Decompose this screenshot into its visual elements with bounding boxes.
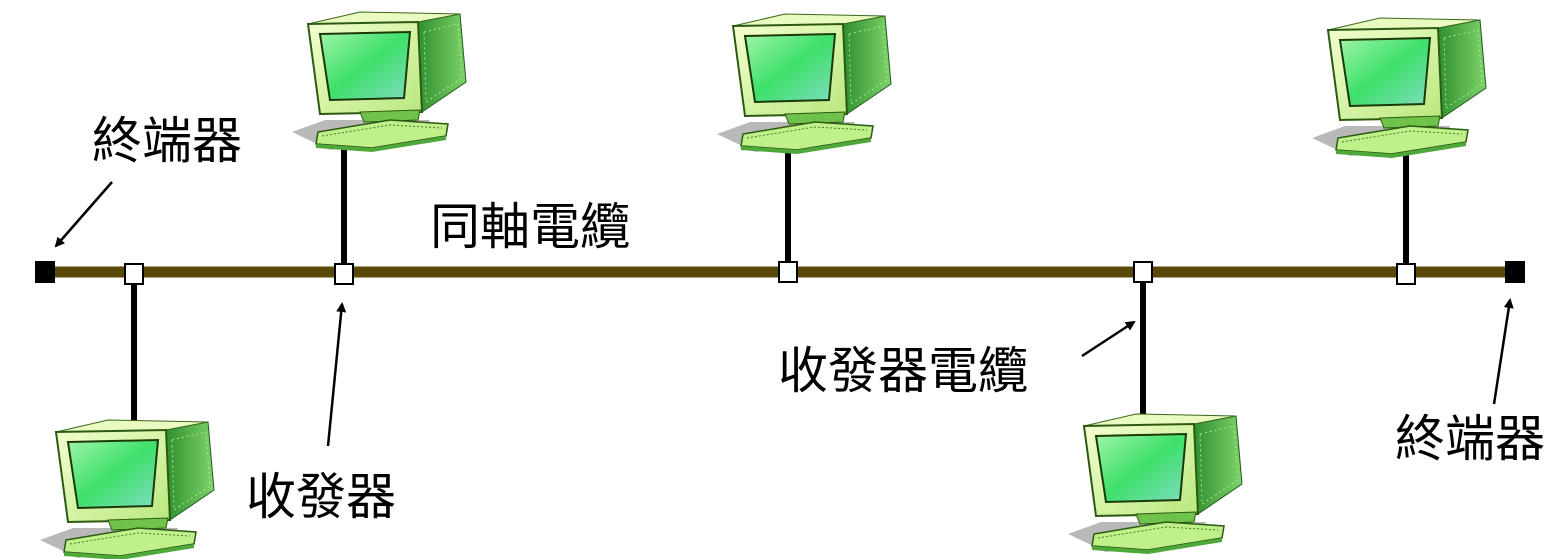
transceivers — [124, 261, 1416, 285]
transceiver-2 — [334, 263, 354, 285]
arrow-icon — [1081, 320, 1136, 358]
terminator-left — [35, 261, 55, 283]
drop-cables — [131, 148, 1409, 422]
transceiver-4 — [1133, 261, 1153, 283]
coax-cable-label: 同軸電纜 — [430, 198, 630, 256]
computer-icon — [291, 11, 467, 153]
transceiver-3 — [778, 261, 798, 283]
arrow-icon — [326, 302, 347, 447]
computer-icon — [1311, 17, 1487, 159]
terminator-right-label: 終端器 — [1395, 410, 1545, 468]
transceiver-cable-label: 收發器電纜 — [778, 342, 1028, 400]
terminator-left-label: 終端器 — [92, 112, 242, 170]
computer-icon — [716, 13, 892, 155]
transceiver-label: 收發器 — [246, 468, 396, 526]
arrow-icon — [1492, 298, 1514, 405]
transceiver-5 — [1396, 263, 1416, 285]
terminator-right — [1505, 261, 1525, 283]
transceiver-1 — [124, 263, 144, 285]
arrow-icon — [54, 181, 113, 248]
computer-icon — [39, 419, 215, 559]
computer-icon — [1067, 413, 1243, 555]
